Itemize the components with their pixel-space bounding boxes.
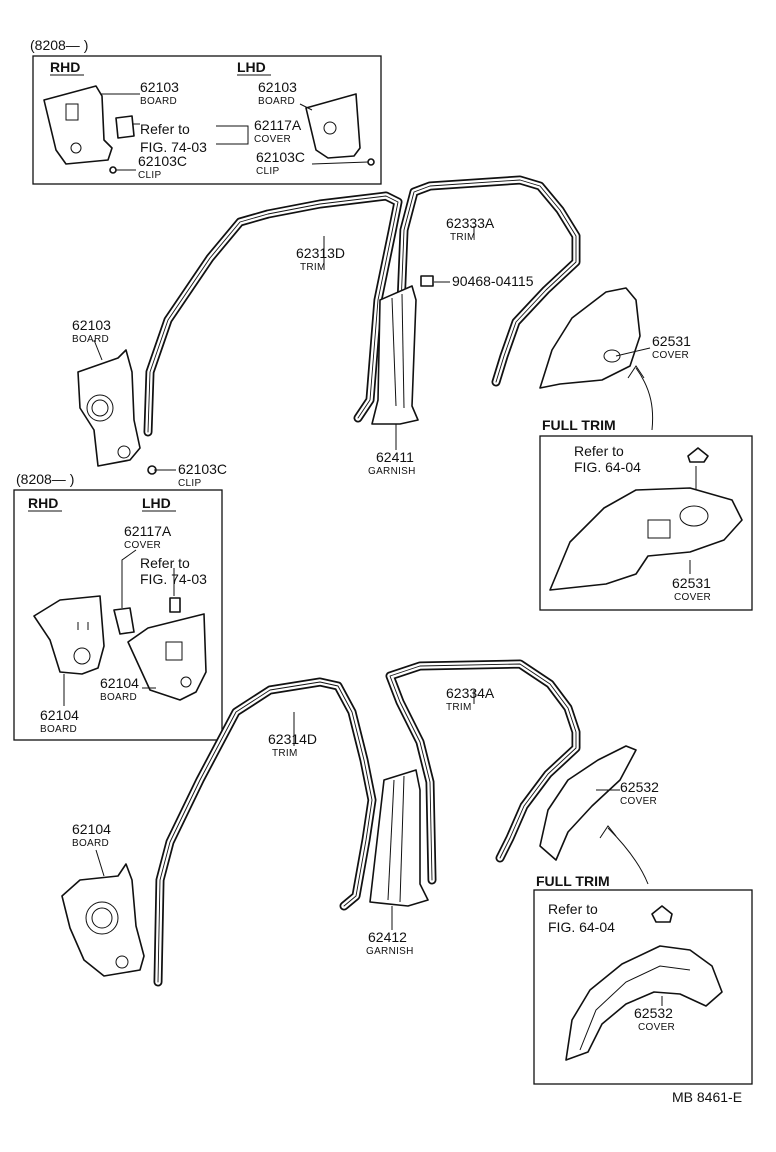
full-trim-2-refer: Refer to bbox=[548, 901, 598, 917]
lhd-board-hole bbox=[323, 121, 337, 135]
lhd-board-62104-mid bbox=[127, 613, 207, 701]
label-62103-rhd-num: 62103 bbox=[140, 79, 179, 95]
label-fig-74-03-top: FIG. 74-03 bbox=[140, 139, 207, 155]
rhd-clip-62103c-top bbox=[109, 166, 117, 174]
rhd-board-window bbox=[65, 103, 79, 121]
board-62104-speaker-grille bbox=[85, 901, 119, 935]
board-62103 bbox=[77, 349, 141, 467]
label-62411-name: GARNISH bbox=[368, 466, 416, 477]
label-62117a-mid-num: 62117A bbox=[124, 523, 172, 539]
cover-62117a-top bbox=[115, 115, 135, 139]
inset-top: (8208— ) RHD LHD 62103 BOARD 62103 BOARD… bbox=[30, 37, 382, 185]
label-62103-rhd-name: BOARD bbox=[140, 96, 177, 107]
label-62313d-num: 62313D bbox=[296, 245, 345, 261]
label-62103-lhd-num: 62103 bbox=[258, 79, 297, 95]
label-refer-to-top: Refer to bbox=[140, 121, 190, 137]
label-62104-lhd-name: BOARD bbox=[100, 692, 137, 703]
rhd-board-62104-mid bbox=[33, 595, 105, 675]
label-62532-name: COVER bbox=[620, 796, 657, 807]
label-62531-full-num: 62531 bbox=[672, 575, 711, 591]
clip-full-trim-2 bbox=[651, 905, 673, 923]
label-62333a-name: TRIM bbox=[450, 232, 476, 243]
cover-62117a-mid bbox=[113, 607, 135, 635]
label-62412-num: 62412 bbox=[368, 929, 407, 945]
label-62313d-name: TRIM bbox=[300, 262, 326, 273]
label-90468-04115: 90468-04115 bbox=[452, 273, 534, 289]
full-trim-1-refer: Refer to bbox=[574, 443, 624, 459]
full-trim-1-frame bbox=[539, 435, 753, 611]
board-62104 bbox=[61, 863, 145, 977]
rhd-board-hole bbox=[70, 142, 82, 154]
label-62314d-name: TRIM bbox=[272, 748, 298, 759]
front-door-section: 62313D TRIM 62333A TRIM 90468-04115 6210… bbox=[72, 175, 691, 489]
inset-top-rhd-heading: RHD bbox=[50, 59, 80, 75]
clip-full-trim-1 bbox=[687, 447, 709, 463]
label-62103-front-name: BOARD bbox=[72, 334, 109, 345]
label-62104-rear-name: BOARD bbox=[72, 838, 109, 849]
full-trim-2-fig: FIG. 64-04 bbox=[548, 919, 615, 935]
full-trim-box-1: FULL TRIM Refer to FIG. 64-04 62531 COVE… bbox=[539, 417, 753, 611]
label-62117a-mid-name: COVER bbox=[124, 540, 161, 551]
label-62117a-num: 62117A bbox=[254, 117, 302, 133]
label-62103c-front-num: 62103C bbox=[178, 461, 227, 477]
inset-mid-date-range: (8208— ) bbox=[16, 471, 74, 487]
full-trim-1-heading: FULL TRIM bbox=[542, 417, 616, 433]
label-62103c-lhd-num: 62103C bbox=[256, 149, 305, 165]
label-62334a-name: TRIM bbox=[446, 702, 472, 713]
label-62103-lhd-name: BOARD bbox=[258, 96, 295, 107]
arrow-to-full-trim-1 bbox=[635, 367, 654, 431]
label-62103-front-num: 62103 bbox=[72, 317, 111, 333]
label-62532-num: 62532 bbox=[620, 779, 659, 795]
board-62103-speaker-grille bbox=[86, 394, 114, 422]
inset-top-date-range: (8208— ) bbox=[30, 37, 88, 53]
label-fig-74-03-mid: FIG. 74-03 bbox=[140, 571, 207, 587]
full-trim-box-2: FULL TRIM Refer to FIG. 64-04 62532 COVE… bbox=[533, 873, 753, 1085]
label-62103c-rhd-name: CLIP bbox=[138, 170, 161, 181]
garnish-62411 bbox=[371, 285, 419, 425]
inset-mid-rhd-heading: RHD bbox=[28, 495, 58, 511]
cover-62532-full-trim bbox=[565, 945, 723, 1061]
cover-62531 bbox=[539, 287, 641, 389]
inset-mid-lhd-heading: LHD bbox=[142, 495, 171, 511]
trim-62313d bbox=[143, 191, 403, 437]
garnish-62412 bbox=[369, 769, 429, 907]
label-62314d-num: 62314D bbox=[268, 731, 317, 747]
cover-62531-full-trim bbox=[549, 487, 743, 591]
label-62412-name: GARNISH bbox=[366, 946, 414, 957]
label-62117a-name: COVER bbox=[254, 134, 291, 145]
screw-90468-04115 bbox=[420, 275, 434, 287]
arrow-to-full-trim-2 bbox=[607, 827, 649, 885]
label-refer-mid: Refer to bbox=[140, 555, 190, 571]
cover-62532 bbox=[539, 745, 637, 861]
label-62104-rear-num: 62104 bbox=[72, 821, 111, 837]
label-62334a-num: 62334A bbox=[446, 685, 495, 701]
label-62103c-front-name: CLIP bbox=[178, 478, 201, 489]
inset-mid-frame bbox=[13, 489, 223, 741]
rear-door-section: 62314D TRIM 62334A TRIM 62104 BOARD 6241… bbox=[61, 659, 659, 987]
label-62411-num: 62411 bbox=[376, 449, 414, 465]
inset-top-lhd-heading: LHD bbox=[237, 59, 266, 75]
label-62531-name: COVER bbox=[652, 350, 689, 361]
trim-62314d bbox=[153, 677, 377, 987]
lhd-board-62103-top bbox=[305, 93, 361, 159]
full-trim-2-heading: FULL TRIM bbox=[536, 873, 610, 889]
label-62104-lhd-num: 62104 bbox=[100, 675, 139, 691]
label-62531-full-name: COVER bbox=[674, 592, 711, 603]
label-62532-full-num: 62532 bbox=[634, 1005, 673, 1021]
label-62104-rhd-name: BOARD bbox=[40, 724, 77, 735]
label-62531-num: 62531 bbox=[652, 333, 691, 349]
label-62532-full-name: COVER bbox=[638, 1022, 675, 1033]
rhd-board-62103-top bbox=[43, 85, 113, 165]
full-trim-1-fig: FIG. 64-04 bbox=[574, 459, 641, 475]
full-trim-2-frame bbox=[533, 889, 753, 1085]
lhd-clip-62103c-top bbox=[367, 158, 375, 166]
label-62333a-num: 62333A bbox=[446, 215, 495, 231]
inset-top-frame bbox=[32, 55, 382, 185]
label-62103c-rhd-num: 62103C bbox=[138, 153, 187, 169]
inset-mid: (8208— ) RHD LHD 62117A COVER Refer to F… bbox=[13, 471, 223, 741]
label-62103c-lhd-name: CLIP bbox=[256, 166, 279, 177]
footer-code: MB 8461-E bbox=[672, 1089, 742, 1105]
label-62104-rhd-num: 62104 bbox=[40, 707, 79, 723]
